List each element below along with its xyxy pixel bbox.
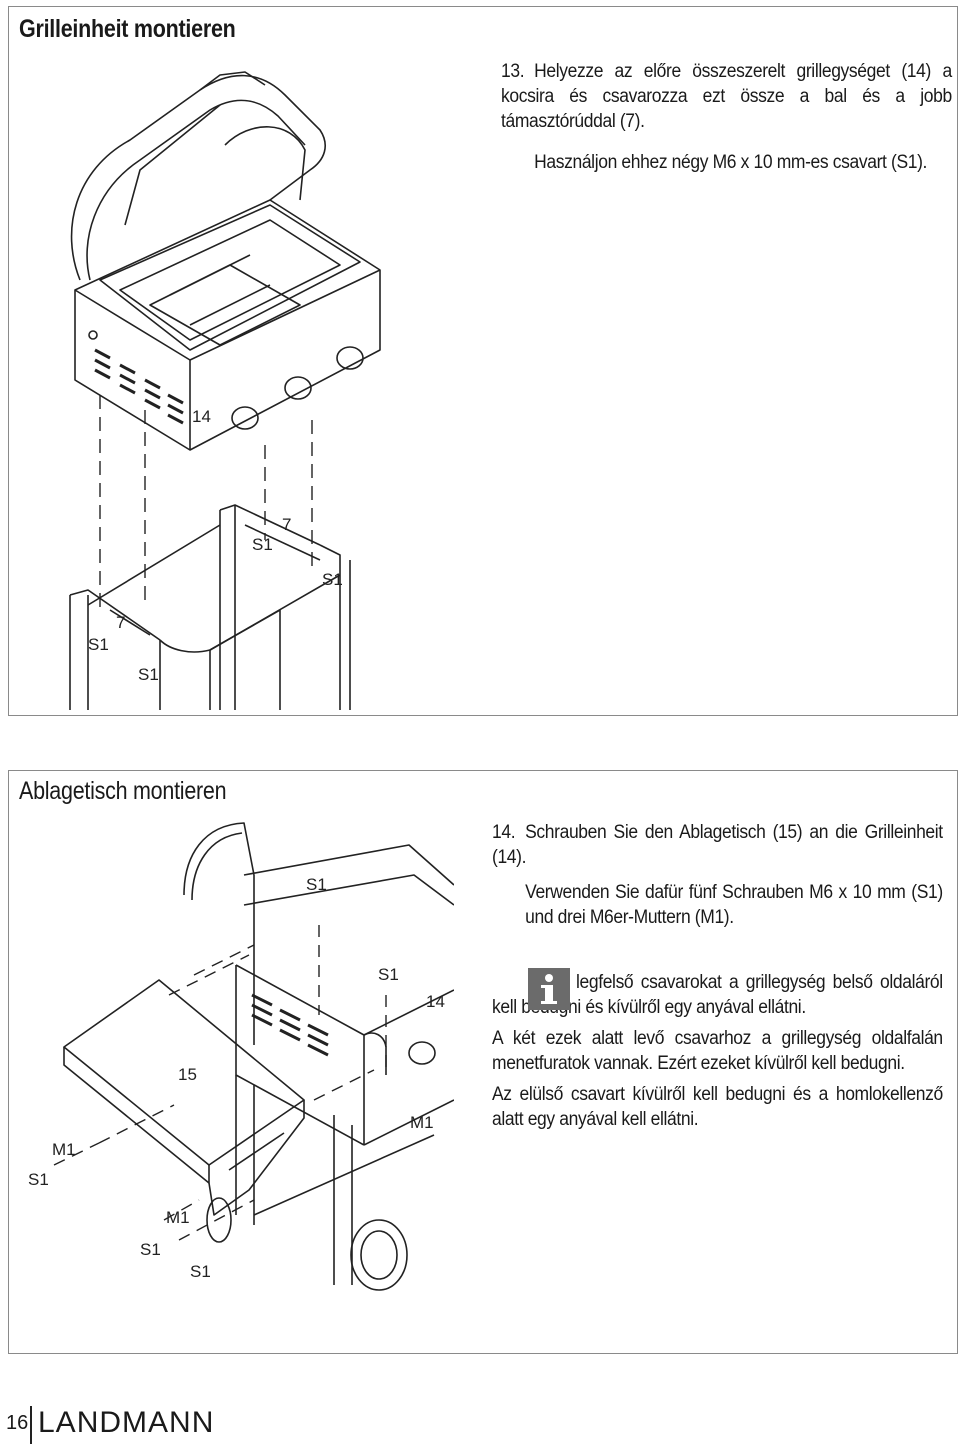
section-title: Grilleinheit montieren xyxy=(19,15,236,43)
nut-label-m1: M1 xyxy=(410,1113,434,1132)
brand-logo: LANDMANN xyxy=(38,1406,215,1439)
note-2: A két ezek alatt levő csavarhoz a grille… xyxy=(492,1028,943,1074)
screw-label-s1: S1 xyxy=(322,570,343,589)
page-number: 16 xyxy=(6,1412,29,1434)
assembly-panel-side-table: Ablagetisch montieren xyxy=(8,770,958,1354)
screw-label-s1: S1 xyxy=(88,635,109,654)
grill-lid xyxy=(70,74,326,281)
part-label-7: 7 xyxy=(282,515,291,534)
note-3: Az elülső csavart kívülről kell bedugni … xyxy=(492,1084,943,1130)
screw-label-s1: S1 xyxy=(140,1240,161,1259)
part-label-7: 7 xyxy=(116,613,125,632)
nut-label-m1: M1 xyxy=(166,1208,190,1227)
screw-label-s1: S1 xyxy=(252,535,273,554)
part-label-15: 15 xyxy=(178,1065,197,1084)
screw-label-s1: S1 xyxy=(306,875,327,894)
step-text: Schrauben Sie den Ablagetisch (15) an di… xyxy=(492,822,943,868)
grill-firebox xyxy=(74,199,381,451)
step-text-2: Verwenden Sie dafür fünf Schrauben M6 x … xyxy=(525,882,943,928)
section-title: Ablagetisch montieren xyxy=(19,777,227,805)
assembly-panel-grill: Grilleinheit montieren 13.Helyezze az el… xyxy=(8,6,958,716)
grill-assembly-drawing: 14 7 S1 S1 7 S1 S1 xyxy=(69,71,381,710)
screw-label-s1: S1 xyxy=(378,965,399,984)
info-icon xyxy=(528,968,570,1010)
part-label-14: 14 xyxy=(192,407,211,426)
side-table-drawing: S1 S1 14 15 M1 M1 S1 M1 S1 S1 xyxy=(28,822,454,1291)
screw-label-s1: S1 xyxy=(190,1262,211,1281)
step-number: 13. xyxy=(501,61,525,82)
cart-frame xyxy=(69,595,89,710)
footer-divider xyxy=(30,1406,32,1444)
note-1: A legfelső csavarokat a grillegység bels… xyxy=(492,972,943,1018)
step-13-instructions: 13.Helyezze az előre összeszerelt grille… xyxy=(501,59,952,175)
screw-label-s1: S1 xyxy=(138,665,159,684)
step-text: Helyezze az előre összeszerelt grillegys… xyxy=(501,61,952,132)
screw-label-s1: S1 xyxy=(28,1170,49,1189)
nut-label-m1: M1 xyxy=(52,1140,76,1159)
part-label-14: 14 xyxy=(426,992,445,1011)
step-number: 14. xyxy=(492,822,516,843)
step-text-2: Használjon ehhez négy M6 x 10 mm-es csav… xyxy=(534,152,928,173)
step-14-instructions: 14.Schrauben Sie den Ablagetisch (15) an… xyxy=(492,820,943,1132)
